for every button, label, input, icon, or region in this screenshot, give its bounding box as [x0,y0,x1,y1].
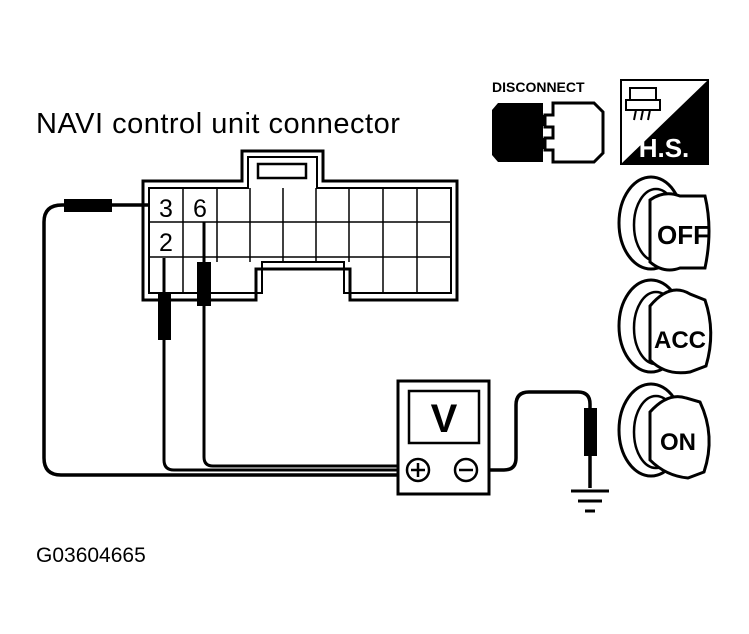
ignition-key-on-icon: ON [617,382,711,480]
connector-male-shape [492,103,552,162]
pin-2-label: 2 [159,229,173,257]
ignition-key-off-icon: OFF [617,175,711,272]
probes [64,199,597,456]
diagram-title: NAVI control unit connector [36,108,400,140]
voltmeter: V [396,379,491,496]
pin-3-label: 3 [159,195,173,223]
navi-connector [141,149,459,302]
key-off-label: OFF [657,220,709,250]
pin-6-label: 6 [193,195,207,223]
connector-female-shape [543,101,605,164]
meter-minus-terminal [453,457,479,483]
hs-icon: H.S. [620,79,709,165]
key-on-label: ON [660,429,696,456]
test-wires [42,203,592,488]
meter-label: V [431,397,458,441]
ground-icon [571,489,609,513]
disconnect-label: DISCONNECT [492,79,585,95]
figure-id: G03604665 [36,544,146,567]
hs-label: H.S. [639,133,690,163]
meter-plus-terminal [405,457,431,483]
key-acc-label: ACC [654,327,706,354]
ignition-key-acc-icon: ACC [617,278,713,375]
disconnect-icon: DISCONNECT [492,79,605,164]
